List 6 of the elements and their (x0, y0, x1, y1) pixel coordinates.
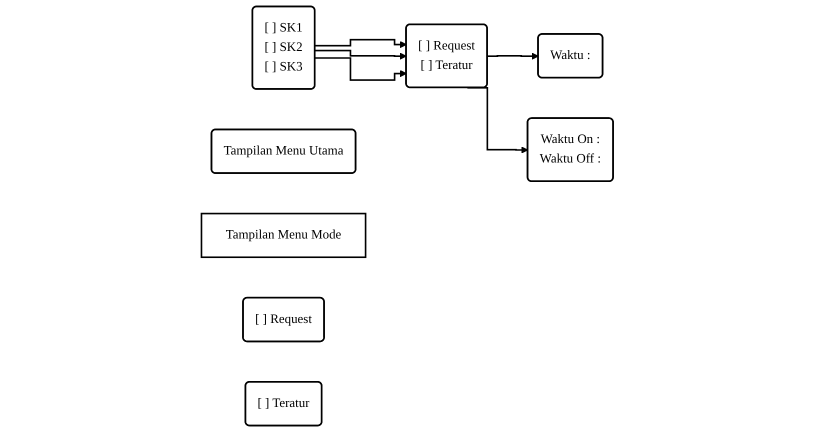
arrow (314, 38, 407, 48)
arrow (487, 52, 538, 60)
arrow (314, 50, 406, 60)
arrow (314, 57, 407, 81)
node-box: Tampilan Menu Mode (200, 212, 366, 258)
arrow (467, 86, 528, 154)
